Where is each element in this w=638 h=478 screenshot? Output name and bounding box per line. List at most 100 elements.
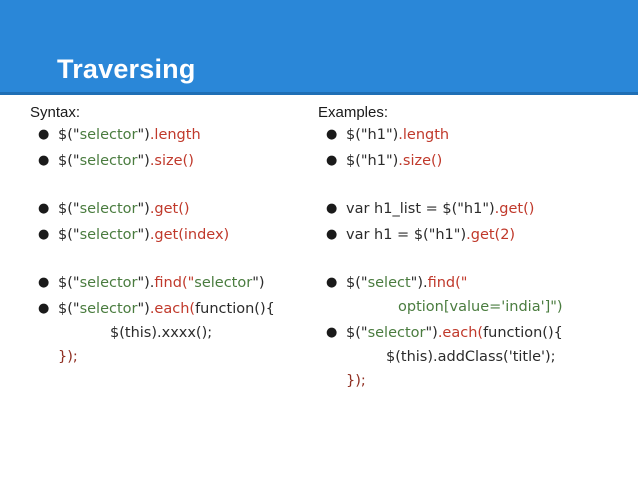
code-token-plain: function(){ — [483, 325, 563, 341]
code-token-close: }); — [346, 373, 366, 389]
code-token-plain: ") — [137, 301, 150, 317]
code-line: $("selector").find("selector") — [58, 271, 320, 295]
code-token-method: .length — [398, 127, 450, 143]
page-title: Traversing — [57, 54, 196, 84]
code-line: $(this).addClass('title'); — [346, 345, 638, 369]
list-item: ●$("selector").find("selector") — [30, 271, 320, 295]
bullet-dot-icon: ● — [38, 201, 50, 216]
examples-column-heading: Examples: — [318, 104, 389, 121]
code-token-plain: $(" — [58, 153, 80, 169]
code-token-str: selector — [79, 127, 138, 143]
code-token-method: find(" — [154, 275, 195, 291]
bullet-dot-icon: ● — [326, 153, 338, 168]
code-line: option[value='india']") — [346, 295, 638, 319]
syntax-bullet-list: ●$("selector").length●$("selector").size… — [30, 123, 320, 369]
list-item: ● $("h1").length — [318, 123, 638, 147]
list-item: ● $("selector").length — [30, 123, 320, 147]
code-token-plain: $("h1") — [346, 127, 399, 143]
code-token-method: .size() — [149, 153, 194, 169]
list-item: ● var h1 = $("h1").get(2) — [318, 223, 638, 247]
list-item: ● $("selector").each(function(){ $(this).a… — [318, 321, 638, 393]
bullet-dot-icon: ● — [38, 127, 50, 142]
list-item: ● $("select").find(" option[value='india']… — [318, 271, 638, 319]
code-token-str: option[value='india']") — [398, 299, 563, 315]
syntax-column: Syntax: ●$("selector").length●$("selecto… — [30, 98, 320, 371]
code-token-plain: $("h1") — [346, 153, 399, 169]
code-token-method: .size() — [398, 153, 443, 169]
code-line: }); — [346, 369, 638, 393]
code-token-method: find(" — [427, 275, 468, 291]
code-line: var h1_list = $("h1").get() — [346, 197, 638, 221]
code-token-plain: ") — [252, 275, 265, 291]
code-token-plain: $(" — [346, 325, 368, 341]
code-line: $("selector").get() — [58, 197, 320, 221]
code-token-plain: ") — [137, 153, 150, 169]
code-token-plain: function(){ — [195, 301, 275, 317]
code-token-plain: ") — [425, 325, 438, 341]
list-item: ● var h1_list = $("h1").get() — [318, 197, 638, 221]
code-line: }); — [58, 345, 320, 369]
code-token-str: selector — [79, 201, 138, 217]
code-token-plain: $(" — [58, 275, 80, 291]
code-token-str: select — [367, 275, 411, 291]
code-line: $("selector").each(function(){ — [58, 297, 320, 321]
bullet-dot-icon: ● — [326, 325, 338, 340]
code-token-plain: $(this).xxxx(); — [110, 325, 213, 341]
code-token-plain: ") — [137, 127, 150, 143]
code-line: var h1 = $("h1").get(2) — [346, 223, 638, 247]
slide-header-bar: Traversing — [0, 0, 638, 95]
list-item: ● $("selector").each(function(){ $(this).x… — [30, 297, 320, 369]
code-token-method: .each( — [149, 301, 196, 317]
syntax-column-heading: Syntax: — [30, 104, 81, 121]
list-spacer — [318, 249, 638, 271]
bullet-dot-icon: ● — [38, 275, 50, 290]
code-token-close: }); — [58, 349, 78, 365]
examples-column: Examples: ●$("h1").length●$("h1").size()… — [318, 98, 638, 395]
code-token-method: .get() — [494, 201, 535, 217]
examples-bullet-list: ●$("h1").length●$("h1").size()●var h1_li… — [318, 123, 638, 393]
code-line: $("selector").length — [58, 123, 320, 147]
code-token-plain: $(" — [346, 275, 368, 291]
bullet-dot-icon: ● — [38, 301, 50, 316]
code-token-plain: var h1 = $("h1") — [346, 227, 467, 243]
code-token-method: .get(2) — [466, 227, 516, 243]
list-item: ● $("selector").size() — [30, 149, 320, 173]
code-line: $("h1").length — [346, 123, 638, 147]
code-token-method: .get() — [149, 201, 190, 217]
code-token-plain: $(" — [58, 301, 80, 317]
code-token-plain: "). — [137, 275, 155, 291]
code-token-str: selector — [194, 275, 253, 291]
code-token-str: selector — [367, 325, 426, 341]
list-item: ● $("selector").get(index) — [30, 223, 320, 247]
code-token-plain: var h1_list = $("h1") — [346, 201, 495, 217]
code-token-str: selector — [79, 227, 138, 243]
list-spacer — [30, 175, 320, 197]
code-token-method: .length — [149, 127, 201, 143]
list-spacer — [30, 249, 320, 271]
code-token-plain: $(" — [58, 227, 80, 243]
code-line: $("selector").size() — [58, 149, 320, 173]
code-line: $("selector").each(function(){ — [346, 321, 638, 345]
bullet-dot-icon: ● — [326, 227, 338, 242]
list-spacer — [318, 175, 638, 197]
code-token-str: selector — [79, 275, 138, 291]
code-token-plain: $(this).addClass('title'); — [386, 349, 556, 365]
code-line: $("selector").get(index) — [58, 223, 320, 247]
code-token-plain: $(" — [58, 201, 80, 217]
code-token-method: .each( — [437, 325, 484, 341]
list-item: ● $("h1").size() — [318, 149, 638, 173]
code-token-plain: $(" — [58, 127, 80, 143]
bullet-dot-icon: ● — [326, 127, 338, 142]
code-token-str: selector — [79, 301, 138, 317]
bullet-dot-icon: ● — [38, 227, 50, 242]
bullet-dot-icon: ● — [326, 201, 338, 216]
code-line: $("select").find(" — [346, 271, 638, 295]
code-token-plain: "). — [410, 275, 428, 291]
code-line: $("h1").size() — [346, 149, 638, 173]
code-token-method: .get(index) — [149, 227, 230, 243]
bullet-dot-icon: ● — [38, 153, 50, 168]
bullet-dot-icon: ● — [326, 275, 338, 290]
slide-body: Syntax: ●$("selector").length●$("selecto… — [0, 98, 638, 478]
list-item: ● $("selector").get() — [30, 197, 320, 221]
